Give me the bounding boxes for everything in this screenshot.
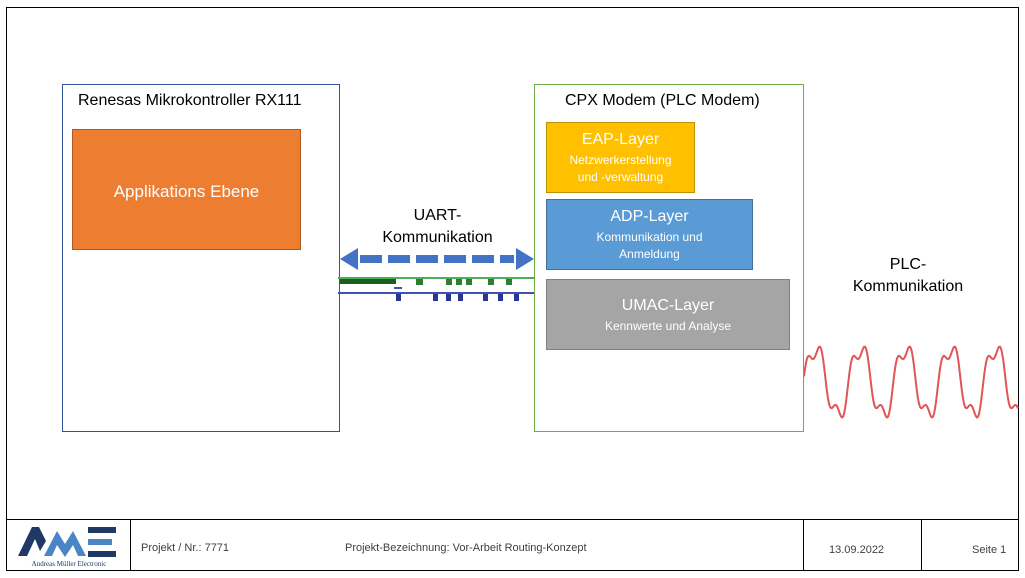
modem-title: CPX Modem (PLC Modem) (565, 92, 760, 109)
adp-layer-box: ADP-Layer Kommunikation und Anmeldung (546, 199, 753, 270)
footer-separator-logo (130, 519, 131, 571)
footer-divider (6, 519, 1019, 520)
eap-layer-desc-line2: und -verwaltung (577, 170, 664, 184)
uart-double-arrow-icon (340, 248, 534, 270)
logo-caption: Andreas Müller Electronic (31, 560, 107, 568)
slide-frame (6, 7, 1019, 571)
plc-wave-icon (804, 345, 1019, 419)
page-number: Seite 1 (972, 544, 1007, 556)
uart-label: UART- Kommunikation (360, 205, 515, 249)
umac-layer-name: UMAC-Layer (621, 297, 715, 314)
adp-layer-name: ADP-Layer (610, 208, 689, 225)
uart-label-line1: UART- (413, 207, 462, 224)
microcontroller-box (62, 84, 340, 432)
adp-layer-desc-line1: Kommunikation und (596, 230, 703, 244)
project-number: Projekt / Nr.: 7771 (141, 542, 230, 554)
project-designation: Projekt-Bezeichnung: Vor-Arbeit Routing-… (345, 542, 587, 554)
modem-box (534, 84, 804, 432)
footer-separator-page (921, 519, 922, 571)
plc-label: PLC- Kommunikation (838, 254, 978, 298)
plc-label-line2: Kommunikation (852, 278, 964, 295)
application-layer-box: Applikations Ebene (72, 129, 301, 250)
microcontroller-title: Renesas Mikrokontroller RX111 (78, 92, 302, 109)
eap-layer-name: EAP-Layer (581, 131, 660, 148)
umac-layer-desc-line1: Kennwerte und Analyse (604, 319, 732, 333)
uart-label-line2: Kommunikation (382, 229, 493, 246)
uart-arrow-and-signal (338, 248, 534, 301)
eap-layer-desc-line1: Netzwerkerstellung (569, 153, 672, 167)
umac-layer-box: UMAC-Layer Kennwerte und Analyse (546, 279, 790, 350)
adp-layer-desc-line2: Anmeldung (619, 247, 680, 261)
ame-logo-icon (18, 527, 116, 557)
plc-label-line1: PLC- (889, 256, 927, 273)
eap-layer-box: EAP-Layer Netzwerkerstellung und -verwal… (546, 122, 695, 193)
footer-separator-date (803, 519, 804, 571)
uart-signal-trace-icon (338, 277, 534, 301)
plc-waveform (804, 345, 1019, 419)
date-field: 13.09.2022 (829, 544, 885, 556)
